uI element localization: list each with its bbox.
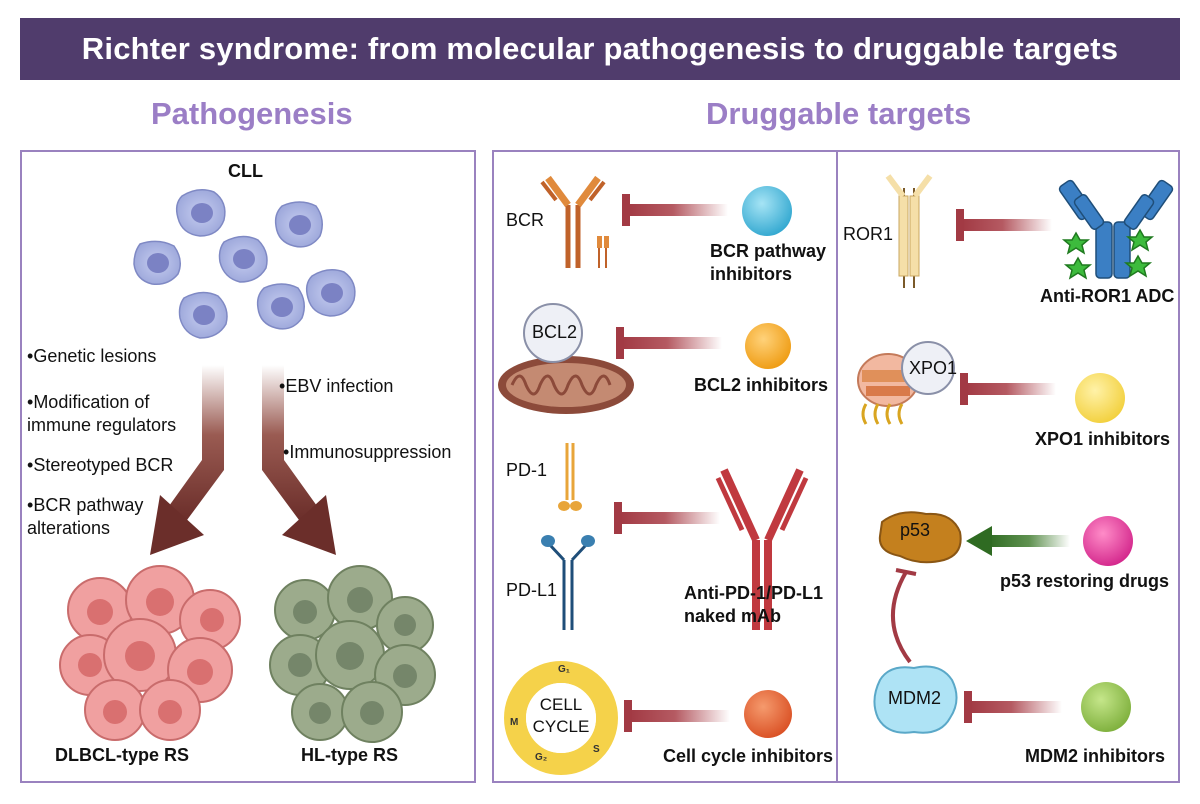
pathway-arrow-left bbox=[150, 365, 224, 555]
inhibition-arrow-bcl2 bbox=[616, 327, 722, 359]
xpo1-bubble bbox=[901, 341, 955, 395]
target-ror1-label: ROR1 bbox=[843, 224, 894, 244]
factor-stereotyped-bcr: •Stereotyped BCR bbox=[27, 455, 174, 475]
target-mdm2-label: MDM2 bbox=[888, 688, 941, 708]
cll-cell bbox=[305, 269, 356, 317]
inhibition-arrow-bcr bbox=[622, 194, 728, 226]
outcome-dlbcl: DLBCL-type RS bbox=[55, 745, 189, 765]
target-pdl1-label: PD-L1 bbox=[506, 580, 558, 600]
drug-cell-cycle-label: Cell cycle inhibitors bbox=[663, 746, 834, 766]
pathway-arrow-right bbox=[262, 365, 336, 555]
section-title-pathogenesis: Pathogenesis bbox=[151, 96, 353, 131]
factor-bcr-alterations: •BCR pathway alterations bbox=[27, 495, 144, 538]
bcl2-inhibitor-ball bbox=[745, 323, 791, 369]
drug-mdm2-label: MDM2 inhibitors bbox=[1025, 746, 1165, 766]
xpo1-inhibitor-ball bbox=[1075, 373, 1125, 423]
page-title: Richter syndrome: from molecular pathoge… bbox=[81, 31, 1119, 66]
factor-immune-regulators: •Modification of immune regulators bbox=[27, 392, 177, 435]
bcl2-bubble bbox=[523, 303, 583, 363]
drug-bcl2-label: BCL2 inhibitors bbox=[694, 375, 828, 395]
inhibition-arrow-ror1 bbox=[956, 209, 1052, 241]
bcr-receptor-icon bbox=[540, 175, 609, 268]
mdm2-inhibits-p53-line bbox=[890, 570, 912, 664]
phase-m: M bbox=[510, 717, 518, 728]
cll-label: CLL bbox=[228, 161, 263, 181]
inhibition-arrow-pd bbox=[614, 502, 720, 534]
phase-g2: G₂ bbox=[535, 752, 547, 763]
cll-cells bbox=[133, 189, 356, 339]
cll-cell bbox=[218, 235, 268, 283]
inhibition-arrow-xpo1 bbox=[960, 373, 1056, 405]
target-bcl2-label: BCL2 bbox=[532, 322, 578, 342]
cll-cell bbox=[178, 291, 228, 339]
drug-pd-label: Anti-PD-1/PD-L1 naked mAb bbox=[684, 583, 823, 626]
mdm2-protein-icon bbox=[873, 665, 958, 734]
cll-cell bbox=[274, 201, 323, 248]
dlbcl-cell-cluster bbox=[59, 565, 241, 741]
antibody-icon bbox=[715, 468, 809, 630]
inhibition-arrow-cell-cycle bbox=[624, 700, 730, 732]
nuclear-pore-icon bbox=[857, 353, 919, 425]
bcr-inhibitor-ball bbox=[742, 186, 792, 236]
target-p53-label: p53 bbox=[900, 520, 931, 540]
drug-ror1-label: Anti-ROR1 ADC bbox=[1040, 286, 1175, 306]
cll-cell bbox=[256, 283, 305, 330]
pd1-receptor-icon bbox=[558, 443, 582, 511]
druggable-panel-right bbox=[836, 150, 1180, 783]
phase-g1: G₁ bbox=[558, 664, 570, 675]
inhibition-arrows bbox=[614, 194, 1062, 732]
activation-arrow-p53 bbox=[966, 526, 1070, 556]
p53-drug-ball bbox=[1083, 516, 1133, 566]
factor-genetic-lesions: •Genetic lesions bbox=[27, 346, 157, 366]
target-cell-cycle-label: CELL CYCLE bbox=[532, 695, 590, 736]
section-title-druggable: Druggable targets bbox=[706, 96, 972, 131]
ror1-receptor-icon bbox=[885, 174, 933, 288]
pathogenesis-panel bbox=[20, 150, 476, 783]
cell-cycle-inhibitor-ball bbox=[744, 690, 792, 738]
target-bcr-label: BCR bbox=[506, 210, 545, 230]
drug-bcr-label: BCR pathway inhibitors bbox=[710, 241, 827, 284]
factor-immunosuppression: •Immunosuppression bbox=[283, 442, 452, 462]
cll-cell bbox=[175, 189, 226, 237]
drug-xpo1-label: XPO1 inhibitors bbox=[1035, 429, 1171, 449]
cll-cell bbox=[133, 240, 181, 286]
drug-p53-label: p53 restoring drugs bbox=[1000, 571, 1170, 591]
pdl1-receptor-icon bbox=[541, 535, 595, 630]
hl-cell-cluster bbox=[269, 565, 436, 743]
target-pd1-label: PD-1 bbox=[506, 460, 548, 480]
inhibition-arrow-mdm2 bbox=[964, 691, 1062, 723]
title-bar: Richter syndrome: from molecular pathoge… bbox=[20, 18, 1180, 80]
mitochondrion-icon bbox=[498, 356, 634, 414]
target-xpo1-label: XPO1 bbox=[909, 358, 958, 378]
cell-cycle-icon bbox=[504, 661, 618, 775]
factor-ebv-infection: •EBV infection bbox=[279, 376, 394, 396]
p53-protein-icon bbox=[878, 511, 962, 564]
adc-antibody-icon bbox=[1058, 179, 1174, 280]
phase-s: S bbox=[593, 744, 600, 755]
mdm2-inhibitor-ball bbox=[1081, 682, 1131, 732]
outcome-hl: HL-type RS bbox=[301, 745, 399, 765]
